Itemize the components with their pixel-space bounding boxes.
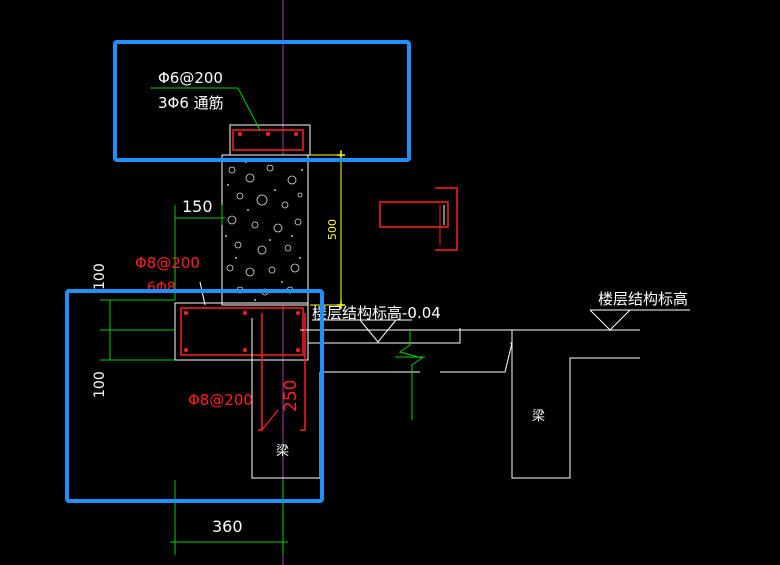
beam-label-2: 梁 xyxy=(532,409,545,424)
svg-text:500: 500 xyxy=(326,219,339,240)
floor-elev-label-2: 楼层结构标高 xyxy=(598,290,688,308)
svg-text:100: 100 xyxy=(92,263,108,290)
long-bars-label: 6Φ8 xyxy=(147,280,176,296)
snap-marker xyxy=(337,151,345,309)
beam-label-1: 梁 xyxy=(276,444,289,459)
long-bars-leader xyxy=(199,281,206,306)
dimension-100-left: 100 xyxy=(92,330,175,398)
svg-text:100: 100 xyxy=(92,371,108,398)
concrete-wall xyxy=(221,154,309,306)
break-line xyxy=(398,330,424,420)
dimension-150: 150 xyxy=(174,197,225,300)
highlight-box-top xyxy=(113,40,411,162)
elevation-marker-2 xyxy=(589,309,690,331)
top-cap-beam xyxy=(229,124,311,156)
stirrup-low-label: Φ8@200 xyxy=(188,391,253,409)
floor-slab xyxy=(300,328,640,479)
dim-250-label: 250 xyxy=(281,380,301,412)
floor-elev-label-1: 楼层结构标高-0.04 xyxy=(312,304,441,322)
stirrup-mid-label: Φ8@200 xyxy=(135,254,200,272)
top-rebar-label-1: Φ6@200 xyxy=(158,69,223,87)
highlight-box-bottom xyxy=(65,289,324,503)
dimension-360: 360 xyxy=(170,480,288,555)
dimension-100-top: 100 xyxy=(92,263,175,331)
svg-text:360: 360 xyxy=(212,517,243,536)
red-bracket-symbol xyxy=(379,187,458,251)
elevation-marker-1 xyxy=(312,319,412,343)
dimension-500: 500 xyxy=(310,150,345,306)
ring-beam xyxy=(174,302,309,361)
top-rebar-label-2: 3Φ6 通筋 xyxy=(158,94,224,112)
svg-text:150: 150 xyxy=(182,197,213,216)
top-rebar-leader xyxy=(150,87,261,131)
